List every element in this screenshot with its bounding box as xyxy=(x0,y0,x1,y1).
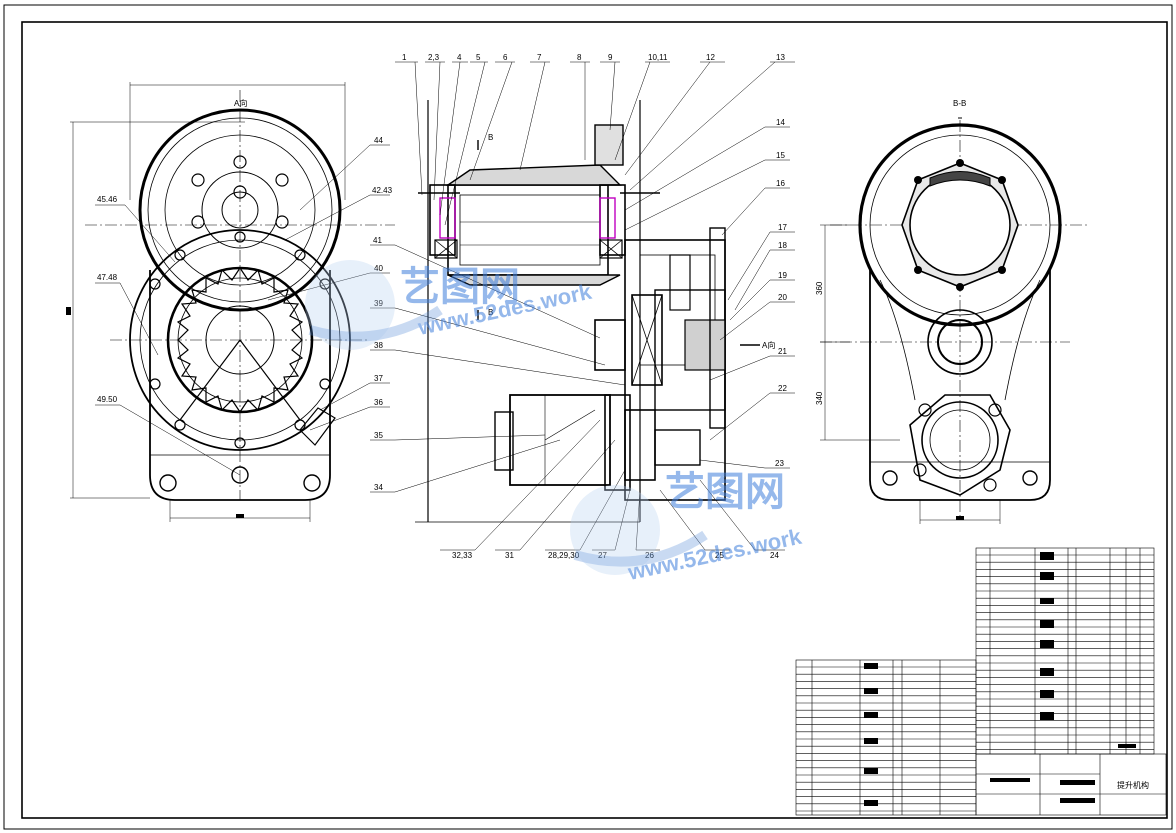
balloon-26: 26 xyxy=(645,551,654,560)
balloon-15: 15 xyxy=(776,151,785,160)
balloon-1: 1 xyxy=(402,53,407,62)
balloon-8: 8 xyxy=(577,53,582,62)
dim-42-43: 42.43 xyxy=(372,186,393,195)
balloon-24: 24 xyxy=(770,551,779,560)
sheet-inner-border xyxy=(21,21,1168,819)
balloon-25: 25 xyxy=(715,551,724,560)
dim-340: 340 xyxy=(815,391,824,405)
balloon-31: 31 xyxy=(505,551,514,560)
dim-40: 40 xyxy=(374,264,383,273)
balloon-numbers-bottom: 32,33 31 28,29,30 27 26 25 24 xyxy=(452,551,779,560)
balloon-9: 9 xyxy=(608,53,613,62)
watermark-brand-lower: 艺图网 xyxy=(665,470,785,514)
parts-list-fills xyxy=(864,552,1136,806)
balloon-41: 41 xyxy=(373,236,382,245)
balloon-numbers-right: 14 15 16 17 18 19 20 21 22 23 xyxy=(775,118,787,468)
dim-360: 360 xyxy=(815,281,824,295)
view-label-a: A向 xyxy=(234,98,247,108)
balloon-20: 20 xyxy=(778,293,787,302)
balloon-19: 19 xyxy=(778,271,787,280)
dim-45-46: 45.46 xyxy=(97,195,118,204)
dim-38: 38 xyxy=(374,341,383,350)
balloon-numbers-top: 1 2,3 4 5 6 7 8 9 10,11 12 13 xyxy=(402,53,785,62)
balloon-2-3: 2,3 xyxy=(428,53,440,62)
balloon-17: 17 xyxy=(778,223,787,232)
balloon-13: 13 xyxy=(776,53,785,62)
dim-39: 39 xyxy=(374,299,383,308)
balloon-6: 6 xyxy=(503,53,508,62)
balloon-23: 23 xyxy=(775,459,784,468)
dim-49-50: 49.50 xyxy=(97,395,118,404)
balloon-32-33: 32,33 xyxy=(452,551,473,560)
section-marker-b-top: B xyxy=(488,133,493,142)
dim-34: 34 xyxy=(374,483,383,492)
balloon-5: 5 xyxy=(476,53,481,62)
balloon-4: 4 xyxy=(457,53,462,62)
parts-list xyxy=(795,547,1167,816)
balloon-16: 16 xyxy=(776,179,785,188)
dim-36: 36 xyxy=(374,398,383,407)
balloon-21: 21 xyxy=(778,347,787,356)
view-marker-a: A向 xyxy=(762,340,775,350)
left-end-view xyxy=(66,82,395,522)
balloon-28-29-30: 28,29,30 xyxy=(548,551,580,560)
main-section-view xyxy=(370,61,795,551)
section-marker-b-bottom: B xyxy=(488,308,493,317)
dim-47-48: 47.48 xyxy=(97,273,118,282)
watermark-lower: 艺图网 www.52des.work xyxy=(570,470,804,585)
balloon-7: 7 xyxy=(537,53,542,62)
right-section-view xyxy=(820,117,1090,524)
left-view-labels: 45.46 47.48 49.50 42.43 44 40 39 38 37 3… xyxy=(97,98,775,492)
balloon-22: 22 xyxy=(778,384,787,393)
balloon-10-11: 10,11 xyxy=(648,53,668,62)
dim-37: 37 xyxy=(374,374,383,383)
view-label-b-b: B-B xyxy=(953,99,966,108)
title-block-title: 提升机构 xyxy=(1117,780,1149,790)
watermark-brand-upper: 艺图网 xyxy=(400,265,520,309)
balloon-14: 14 xyxy=(776,118,785,127)
watermark-upper: 艺图网 www.52des.work xyxy=(305,260,594,350)
balloon-27: 27 xyxy=(598,551,607,560)
balloon-numbers-left-section: 41 xyxy=(373,236,382,245)
dim-35: 35 xyxy=(374,431,383,440)
dim-44: 44 xyxy=(374,136,383,145)
balloon-12: 12 xyxy=(706,53,715,62)
sheet-outer-border xyxy=(3,4,1173,830)
balloon-18: 18 xyxy=(778,241,787,250)
